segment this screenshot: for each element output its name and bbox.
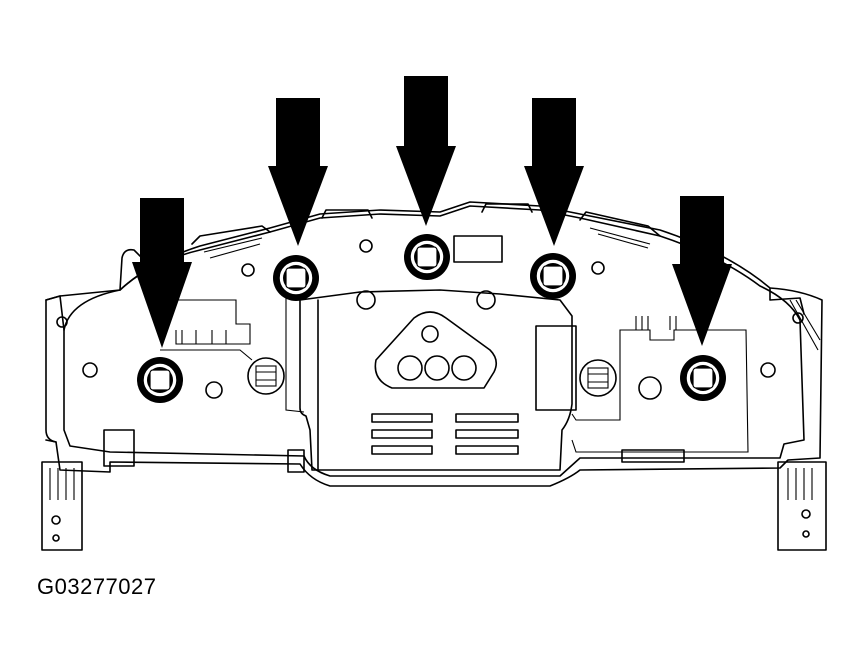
bulb-socket-2 xyxy=(273,255,319,301)
bulb-socket-5 xyxy=(680,355,726,401)
arrow-2 xyxy=(268,98,328,246)
socket-unmarked-right xyxy=(579,359,617,397)
right-board-region xyxy=(535,261,804,463)
arrow-4 xyxy=(524,98,584,246)
cluster-housing xyxy=(45,201,823,487)
callout-arrows xyxy=(132,76,732,348)
arrow-5 xyxy=(672,196,732,346)
bulb-socket-4 xyxy=(530,253,576,299)
socket-unmarked-left xyxy=(247,357,285,395)
arrow-3 xyxy=(396,76,456,226)
right-mounting-foot xyxy=(777,461,827,551)
arrow-1 xyxy=(132,198,192,348)
bulb-socket-3 xyxy=(404,234,450,280)
left-mounting-foot xyxy=(41,461,83,551)
bulb-socket-1 xyxy=(137,357,183,403)
figure-id-label: G03277027 xyxy=(37,574,157,599)
left-board-region xyxy=(56,239,496,473)
